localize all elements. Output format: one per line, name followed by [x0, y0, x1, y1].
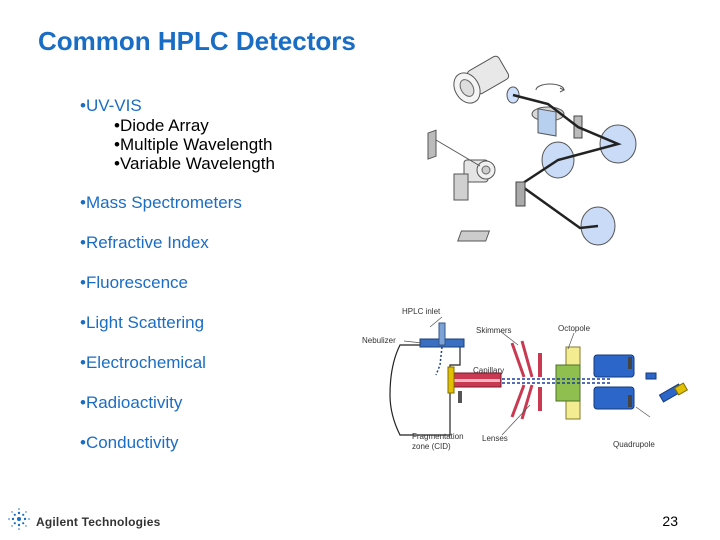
bullet-mass-spectrometers: •Mass Spectrometers [80, 193, 242, 212]
label-lenses: Lenses [482, 434, 508, 443]
diode-array-optics-diagram [427, 55, 637, 246]
slide-footer: Agilent Technologies 23 [0, 500, 720, 540]
label-fragmentation-zone: zone (CID) [412, 442, 451, 451]
slide-title: Common HPLC Detectors [38, 26, 356, 56]
bullet-refractive-index: •Refractive Index [80, 233, 209, 252]
label-fragmentation: Fragmentation [412, 432, 464, 441]
flow-cell-icon [531, 83, 566, 137]
bullet-conductivity: •Conductivity [80, 433, 179, 452]
page-number: 23 [662, 513, 678, 529]
mass-spectrometer-diagram: HPLC inlet Skimmers Octopole Nebulizer C… [362, 307, 689, 451]
detector-list: •UV-VIS •Diode Array •Multiple Wavelengt… [80, 96, 275, 453]
label-capillary: Capillary [473, 366, 504, 375]
bullet-fluorescence: •Fluorescence [80, 273, 189, 292]
sub-bullet-diode-array: •Diode Array [114, 116, 209, 135]
sub-bullet-multiple-wavelength: •Multiple Wavelength [114, 135, 273, 154]
company-name: Agilent Technologies [36, 515, 161, 529]
label-nebulizer: Nebulizer [362, 336, 396, 345]
detector-icon [645, 372, 689, 403]
photodiode-array-icon [457, 230, 491, 242]
sub-bullet-variable-wavelength: •Variable Wavelength [114, 154, 275, 173]
lamp-icon [453, 55, 510, 104]
label-hplc-inlet: HPLC inlet [402, 307, 441, 316]
agilent-spark-logo-icon [8, 508, 30, 530]
label-quadrupole: Quadrupole [613, 440, 655, 449]
bullet-light-scattering: •Light Scattering [80, 313, 205, 332]
filter-icon [427, 129, 437, 160]
lamp-icon [453, 159, 496, 201]
slit-icon [515, 181, 526, 207]
label-octopole: Octopole [558, 324, 591, 333]
bullet-uv-vis: •UV-VIS [80, 96, 142, 115]
bullet-electrochemical: •Electrochemical [80, 353, 206, 372]
label-skimmers: Skimmers [476, 326, 512, 335]
bullet-radioactivity: •Radioactivity [80, 393, 183, 412]
